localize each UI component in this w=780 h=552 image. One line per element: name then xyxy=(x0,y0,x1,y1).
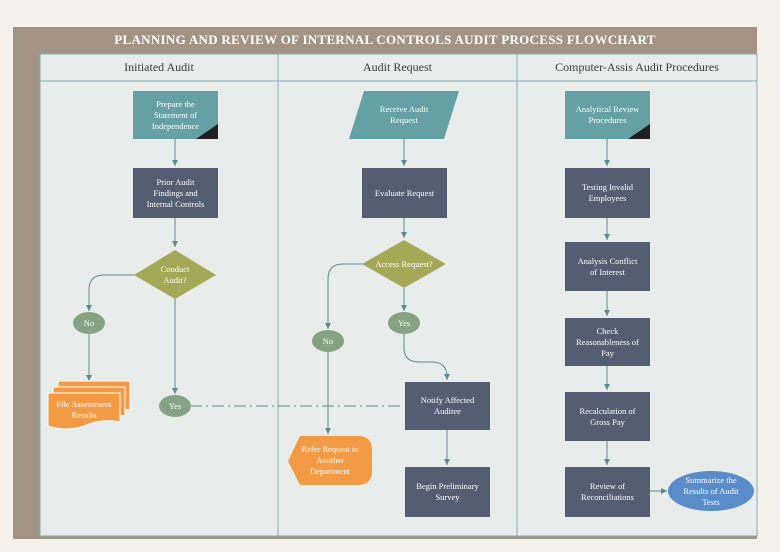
receive-audit-parallelogram xyxy=(349,91,459,139)
testing-invalid-label: Testing Invalid Employees xyxy=(581,182,634,203)
check-reasonableness-label: Check Reasonableness of Pay xyxy=(575,325,640,358)
access-request-decision xyxy=(362,240,446,288)
yes-label-1: Yes xyxy=(168,400,182,411)
summarize-results-terminal xyxy=(668,471,754,511)
file-assessment-multidoc xyxy=(47,380,131,430)
review-reconciliations-label: Review of Reconciliations xyxy=(581,481,634,502)
corner-mark xyxy=(628,124,650,139)
begin-survey-label: Begin Preliminary Survey xyxy=(416,481,479,502)
begin-survey-box xyxy=(405,467,490,517)
analysis-conflict-label: Analysis Conflict of Interest xyxy=(577,255,638,277)
recalculation-box xyxy=(565,392,650,441)
connector xyxy=(86,274,135,311)
connector xyxy=(403,334,450,380)
review-reconciliations-box xyxy=(565,467,650,517)
conduct-audit-label: Conduct Audit? xyxy=(160,263,190,285)
yes-label-2: Yes xyxy=(397,317,411,328)
refer-request-label: Refer Request to Another Department xyxy=(301,444,359,476)
prepare-statement-box xyxy=(133,91,218,139)
no-label-1: No xyxy=(83,317,95,328)
refer-request-shape xyxy=(288,436,372,485)
prepare-statement-label: Prepare the Statement of Independence xyxy=(151,98,200,131)
lane-title-request: Audit Request xyxy=(363,60,432,74)
lane-title-initiated: Initiated Audit xyxy=(124,60,194,74)
corner-mark xyxy=(196,124,218,139)
summarize-results-label: Summarize the Results of Audit Tests xyxy=(683,474,739,507)
no-label-2: No xyxy=(322,335,334,346)
chart-title: PLANNING AND REVIEW OF INTERNAL CONTROLS… xyxy=(114,32,656,47)
prior-audit-box xyxy=(133,168,218,218)
notify-auditee-box xyxy=(405,382,490,430)
yes-terminal-2 xyxy=(388,312,420,334)
no-terminal-2 xyxy=(312,330,344,352)
prior-audit-label: Prior Audit Findings and Internal Contro… xyxy=(146,176,205,209)
evaluate-request-box xyxy=(362,168,447,218)
evaluate-request-label: Evaluate Request xyxy=(374,187,435,198)
recalculation-label: Recalculation of Gross Pay xyxy=(579,405,636,427)
access-request-label: Access Request? xyxy=(375,258,433,269)
testing-invalid-box xyxy=(565,168,650,218)
file-assessment-label: File Assessment Results xyxy=(56,399,112,420)
yes-terminal-1 xyxy=(159,395,191,417)
analysis-conflict-box xyxy=(565,242,650,291)
analytical-review-box xyxy=(565,91,650,139)
receive-audit-label: Receive Audit Request xyxy=(379,104,429,125)
connector xyxy=(325,263,366,329)
notify-auditee-label: Notify Affected Auditee xyxy=(420,395,475,416)
lane-title-computer: Computer-Assis Audit Procedures xyxy=(555,60,719,74)
check-reasonableness-box xyxy=(565,318,650,366)
conduct-audit-decision xyxy=(134,250,216,299)
analytical-review-label: Analytical Review Procedures xyxy=(575,104,640,125)
no-terminal-1 xyxy=(73,312,105,334)
